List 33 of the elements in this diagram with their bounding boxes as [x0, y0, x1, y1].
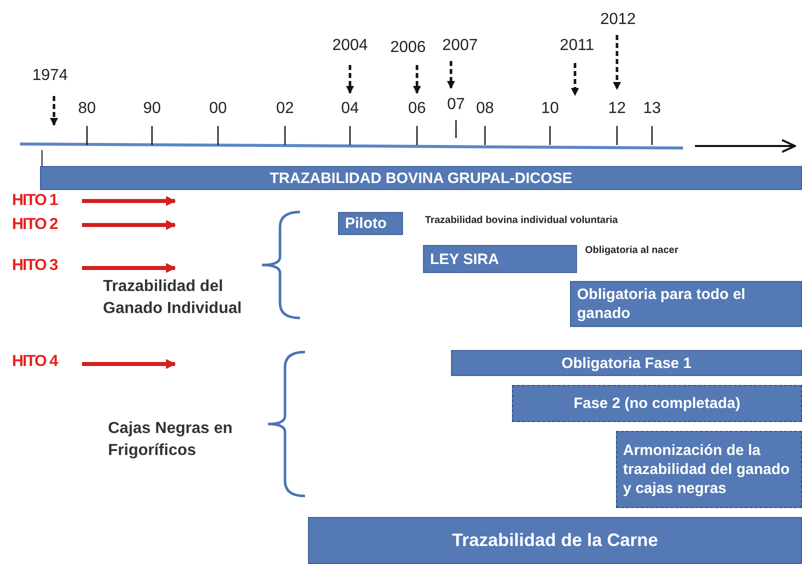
timeline-bar: Trazabilidad de la Carne: [308, 517, 802, 564]
tick-label: 08: [476, 99, 494, 119]
year-label: 2012: [600, 10, 636, 30]
year-label: 2004: [332, 36, 368, 56]
timeline-bar: Piloto: [338, 212, 403, 235]
year-label: 1974: [32, 66, 68, 86]
tick-label: 80: [78, 99, 96, 119]
timeline-bar: Fase 2 (no completada): [512, 385, 802, 422]
timeline-bar: Obligatoria Fase 1: [451, 350, 802, 376]
year-label: 2007: [442, 36, 478, 56]
year-label: 2006: [390, 38, 426, 58]
tick-label: 10: [541, 99, 559, 119]
milestone-label: HITO 3: [12, 256, 58, 276]
bar-note: Trazabilidad bovina individual voluntaria: [425, 215, 618, 226]
timeline-bar: TRAZABILIDAD BOVINA GRUPAL-DICOSE: [40, 166, 802, 190]
tick-label: 06: [408, 99, 426, 119]
group-label: Trazabilidad del Ganado Individual: [103, 277, 243, 319]
year-label: 2011: [560, 36, 594, 56]
tick-label: 13: [643, 99, 661, 119]
bar-note: Obligatoria al nacer: [585, 245, 678, 256]
milestone-label: HITO 4: [12, 352, 58, 372]
tick-label: 90: [143, 99, 161, 119]
milestone-label: HITO 2: [12, 215, 58, 235]
tick-label: 07: [447, 95, 465, 115]
timeline-bar: Armonización de la trazabilidad del ganado y cajas negras: [616, 431, 802, 508]
timeline-bar: LEY SIRA: [423, 245, 577, 273]
tick-label: 12: [608, 99, 626, 119]
group-label: Cajas Negras en Frigoríficos: [108, 419, 234, 461]
tick-label: 00: [209, 99, 227, 119]
milestone-label: HITO 1: [12, 191, 58, 211]
tick-label: 04: [341, 99, 359, 119]
timeline-bar: Obligatoria para todo el ganado: [570, 281, 802, 327]
tick-label: 02: [276, 99, 294, 119]
